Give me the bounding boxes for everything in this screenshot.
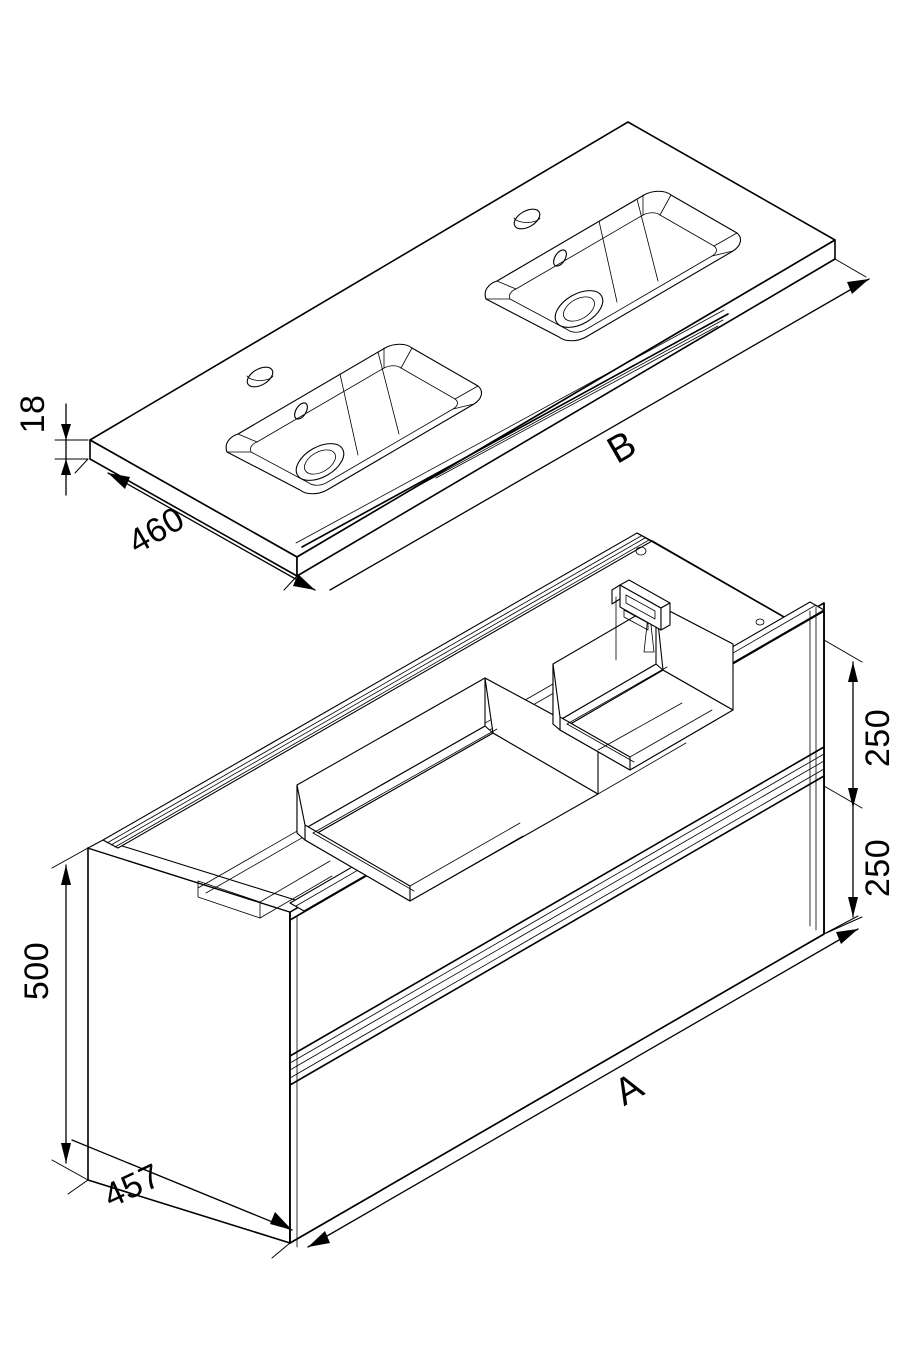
basin-right-drain-inner — [563, 296, 595, 322]
basin-left — [225, 343, 483, 495]
dim-250-lower-arrow-bottom — [848, 897, 858, 917]
dim-250-lower-label: 250 — [859, 839, 897, 897]
dim-500-arrow-top — [61, 865, 71, 885]
basin-right-corner-slope-a — [496, 280, 517, 290]
letter-a-arrow-left — [308, 1231, 330, 1247]
letter-b-arrow-right — [847, 279, 869, 294]
dim-500-arrow-bottom — [61, 1143, 71, 1163]
cabinet-drawer-gap-line-3 — [289, 760, 825, 1071]
basin-right-corner-slope-c — [713, 232, 738, 247]
dim-18-arrow-top — [61, 424, 71, 440]
letter-b-ext-right — [834, 258, 867, 278]
cabinet-part — [87, 532, 825, 1248]
basin-left-overflow-slot — [294, 402, 308, 420]
dim-457-ext-b — [271, 1242, 291, 1259]
dim-457-ext-a — [67, 1179, 89, 1195]
cabinet-drawer-gap-line-1 — [289, 746, 825, 1057]
countertop-drip-groove-4 — [435, 325, 719, 479]
letter-a-label: A — [608, 1065, 652, 1114]
basin-right-tap-hole-outer — [513, 208, 541, 230]
letter-a-dim-line — [307, 928, 859, 1248]
countertop-drip-groove-3 — [417, 319, 724, 487]
countertop-part — [89, 121, 836, 577]
basin-right-ridge-1 — [598, 220, 618, 303]
basin-right-ridge-2 — [636, 198, 659, 282]
letter-a-ext-right — [823, 915, 859, 935]
dim-250-upper-ext-bottom — [823, 785, 863, 809]
dim-250-upper-ext-top — [823, 639, 863, 663]
dim-460-ext-a — [74, 458, 89, 474]
dim-250-upper-label: 250 — [859, 709, 897, 767]
drawer-box-front-inner-bottom-line-2 — [312, 832, 415, 892]
basin-left-drain-inner — [304, 449, 336, 475]
dimension-annotations: 18 460 B 250 — [14, 258, 897, 1259]
countertop-drip-groove-1 — [295, 309, 725, 544]
basin-right — [484, 190, 742, 342]
basin-left-tap-hole-outer — [246, 366, 274, 388]
drawer-box-rear-inner-bottom-line-2 — [566, 723, 635, 763]
basin-left-ridge-1 — [339, 373, 359, 456]
basin-left-drain-outer — [295, 443, 345, 481]
dimension-thickness-18: 18 — [14, 395, 89, 496]
dimension-drawer-lower-250: 250 — [823, 807, 897, 935]
wall-mount-bracket — [611, 579, 671, 661]
basin-right-overflow-slot — [553, 249, 567, 267]
countertop-drip-groove-2 — [301, 313, 729, 548]
dimension-drawer-upper-250: 250 — [823, 639, 897, 809]
cabinet-interior-ledge-left-rail — [259, 860, 331, 903]
basin-left-corner-slope-d — [452, 403, 475, 410]
drawer-runner-rail-1 — [409, 822, 521, 887]
basin-right-drain-outer — [554, 290, 604, 328]
countertop-top-surface — [89, 121, 836, 558]
dim-18-label: 18 — [14, 395, 52, 434]
drawer-box-rear-inner-bottom-line — [566, 666, 668, 725]
letter-a-arrow-right — [836, 929, 858, 944]
drawer-box-front-left-wall — [296, 784, 306, 841]
cabinet-drawer-gap-line-4 — [289, 768, 825, 1079]
wall-mount-bracket-side — [660, 602, 671, 631]
basin-right-back-slope-2 — [659, 194, 672, 216]
wall-mount-bracket-slot — [625, 594, 656, 620]
dim-500-ext-bottom — [51, 1159, 89, 1181]
dim-460-line — [107, 472, 316, 591]
drawer-runner-rail-2 — [409, 835, 524, 902]
basin-left-ridge-2 — [377, 351, 400, 435]
dim-460-arrow-b — [293, 574, 315, 590]
letter-b-dim-line — [329, 278, 870, 591]
cabinet-top-back-rail-line-2 — [110, 537, 646, 846]
cabinet-top-back-rail-line-1 — [106, 535, 642, 844]
basin-left-back-slope-2 — [400, 347, 413, 369]
dim-457-line — [71, 1139, 293, 1231]
basin-left-corner-slope-c — [454, 385, 479, 400]
cabinet-screw-hole-right — [635, 546, 647, 556]
drawer-runner-rail-5 — [629, 709, 713, 758]
drawer-box-rear-left-wall — [552, 663, 561, 731]
drawer-runner-rail-4 — [597, 742, 687, 795]
dim-500-ext-top — [51, 847, 89, 869]
wall-mount-bracket-tab — [611, 584, 621, 605]
dim-500-label: 500 — [18, 942, 56, 1000]
cabinet-screw-hole-far-right — [755, 618, 765, 626]
drawer-box-front — [296, 677, 599, 902]
cabinet-top-back-rail-line-3 — [114, 539, 650, 848]
basin-left-tap-hole-inner — [246, 375, 274, 381]
dim-457-arrow-b — [270, 1212, 292, 1230]
dimension-height-500: 500 — [18, 847, 89, 1181]
basin-left-corner-slope-a — [237, 433, 258, 443]
basin-right-tap-hole-inner — [513, 217, 541, 223]
basin-right-corner-slope-d — [711, 250, 734, 257]
drawer-box-front-inner-bottom-line — [312, 728, 498, 834]
wall-mount-bracket-hook — [623, 609, 649, 631]
dim-18-arrow-bottom — [61, 459, 71, 475]
dim-460-arrow-a — [108, 473, 130, 489]
cabinet-drawer-gap-line-2 — [289, 753, 825, 1064]
dim-250-upper-arrow-top — [848, 662, 858, 682]
dim-250-upper-arrow-bottom — [848, 788, 858, 808]
drawer-runner-rail-6 — [629, 719, 717, 771]
drawer-runner-rail-3 — [597, 702, 683, 751]
cabinet-interior-ledge-left-rail2 — [259, 875, 333, 919]
cabinet-back-panel-inner-edge — [636, 532, 811, 633]
